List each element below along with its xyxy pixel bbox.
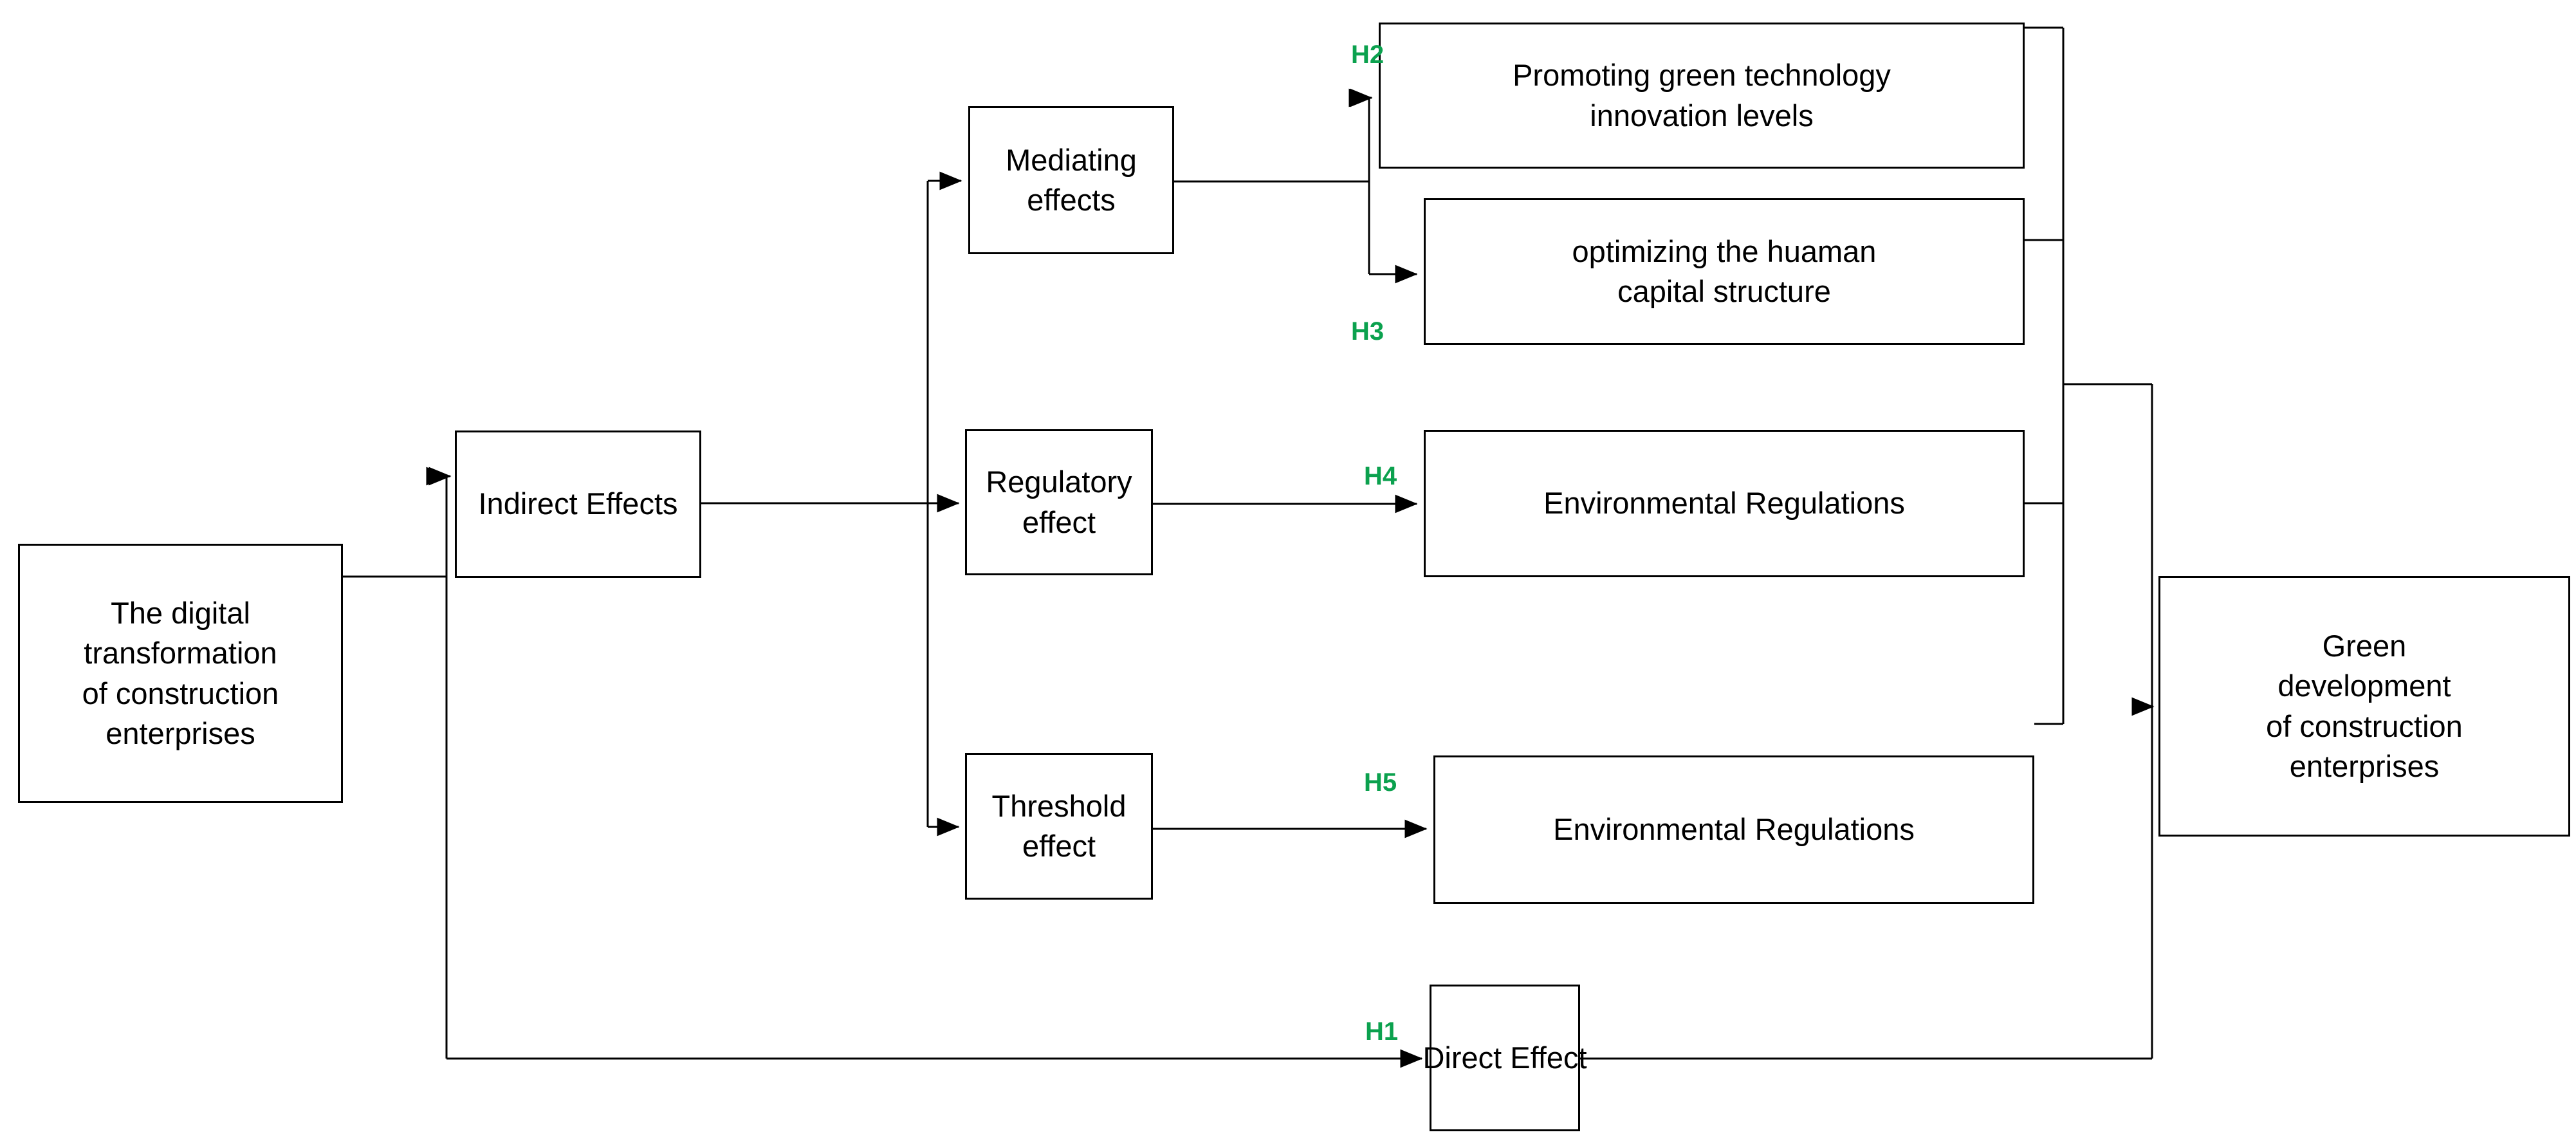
- hypothesis-label-h4: H4: [1364, 462, 1397, 490]
- node-environmental-regulations-moderating[interactable]: Environmental Regulations: [1424, 430, 2025, 577]
- node-green-technology-innovation[interactable]: Promoting green technology innovation le…: [1379, 23, 2025, 169]
- node-human-capital-structure[interactable]: optimizing the huaman capital structure: [1424, 198, 2025, 345]
- hypothesis-label-h3: H3: [1351, 317, 1385, 346]
- hypothesis-label-h5: H5: [1364, 768, 1397, 797]
- node-outcome[interactable]: Green development of construction enterp…: [2158, 576, 2570, 837]
- hypothesis-label-h1: H1: [1365, 1017, 1399, 1046]
- node-indirect-effects[interactable]: Indirect Effects: [455, 430, 701, 578]
- node-regulatory-effect[interactable]: Regulatory effect: [965, 429, 1153, 575]
- node-threshold-effect[interactable]: Threshold effect: [965, 753, 1153, 900]
- hypothesis-label-h2: H2: [1351, 41, 1385, 69]
- node-environmental-regulations-threshold[interactable]: Environmental Regulations: [1433, 755, 2034, 904]
- node-direct-effect[interactable]: Direct Effect: [1422, 985, 1587, 1131]
- node-mediating-effects[interactable]: Mediating effects: [968, 106, 1174, 254]
- node-source[interactable]: The digital transformation of constructi…: [18, 544, 343, 803]
